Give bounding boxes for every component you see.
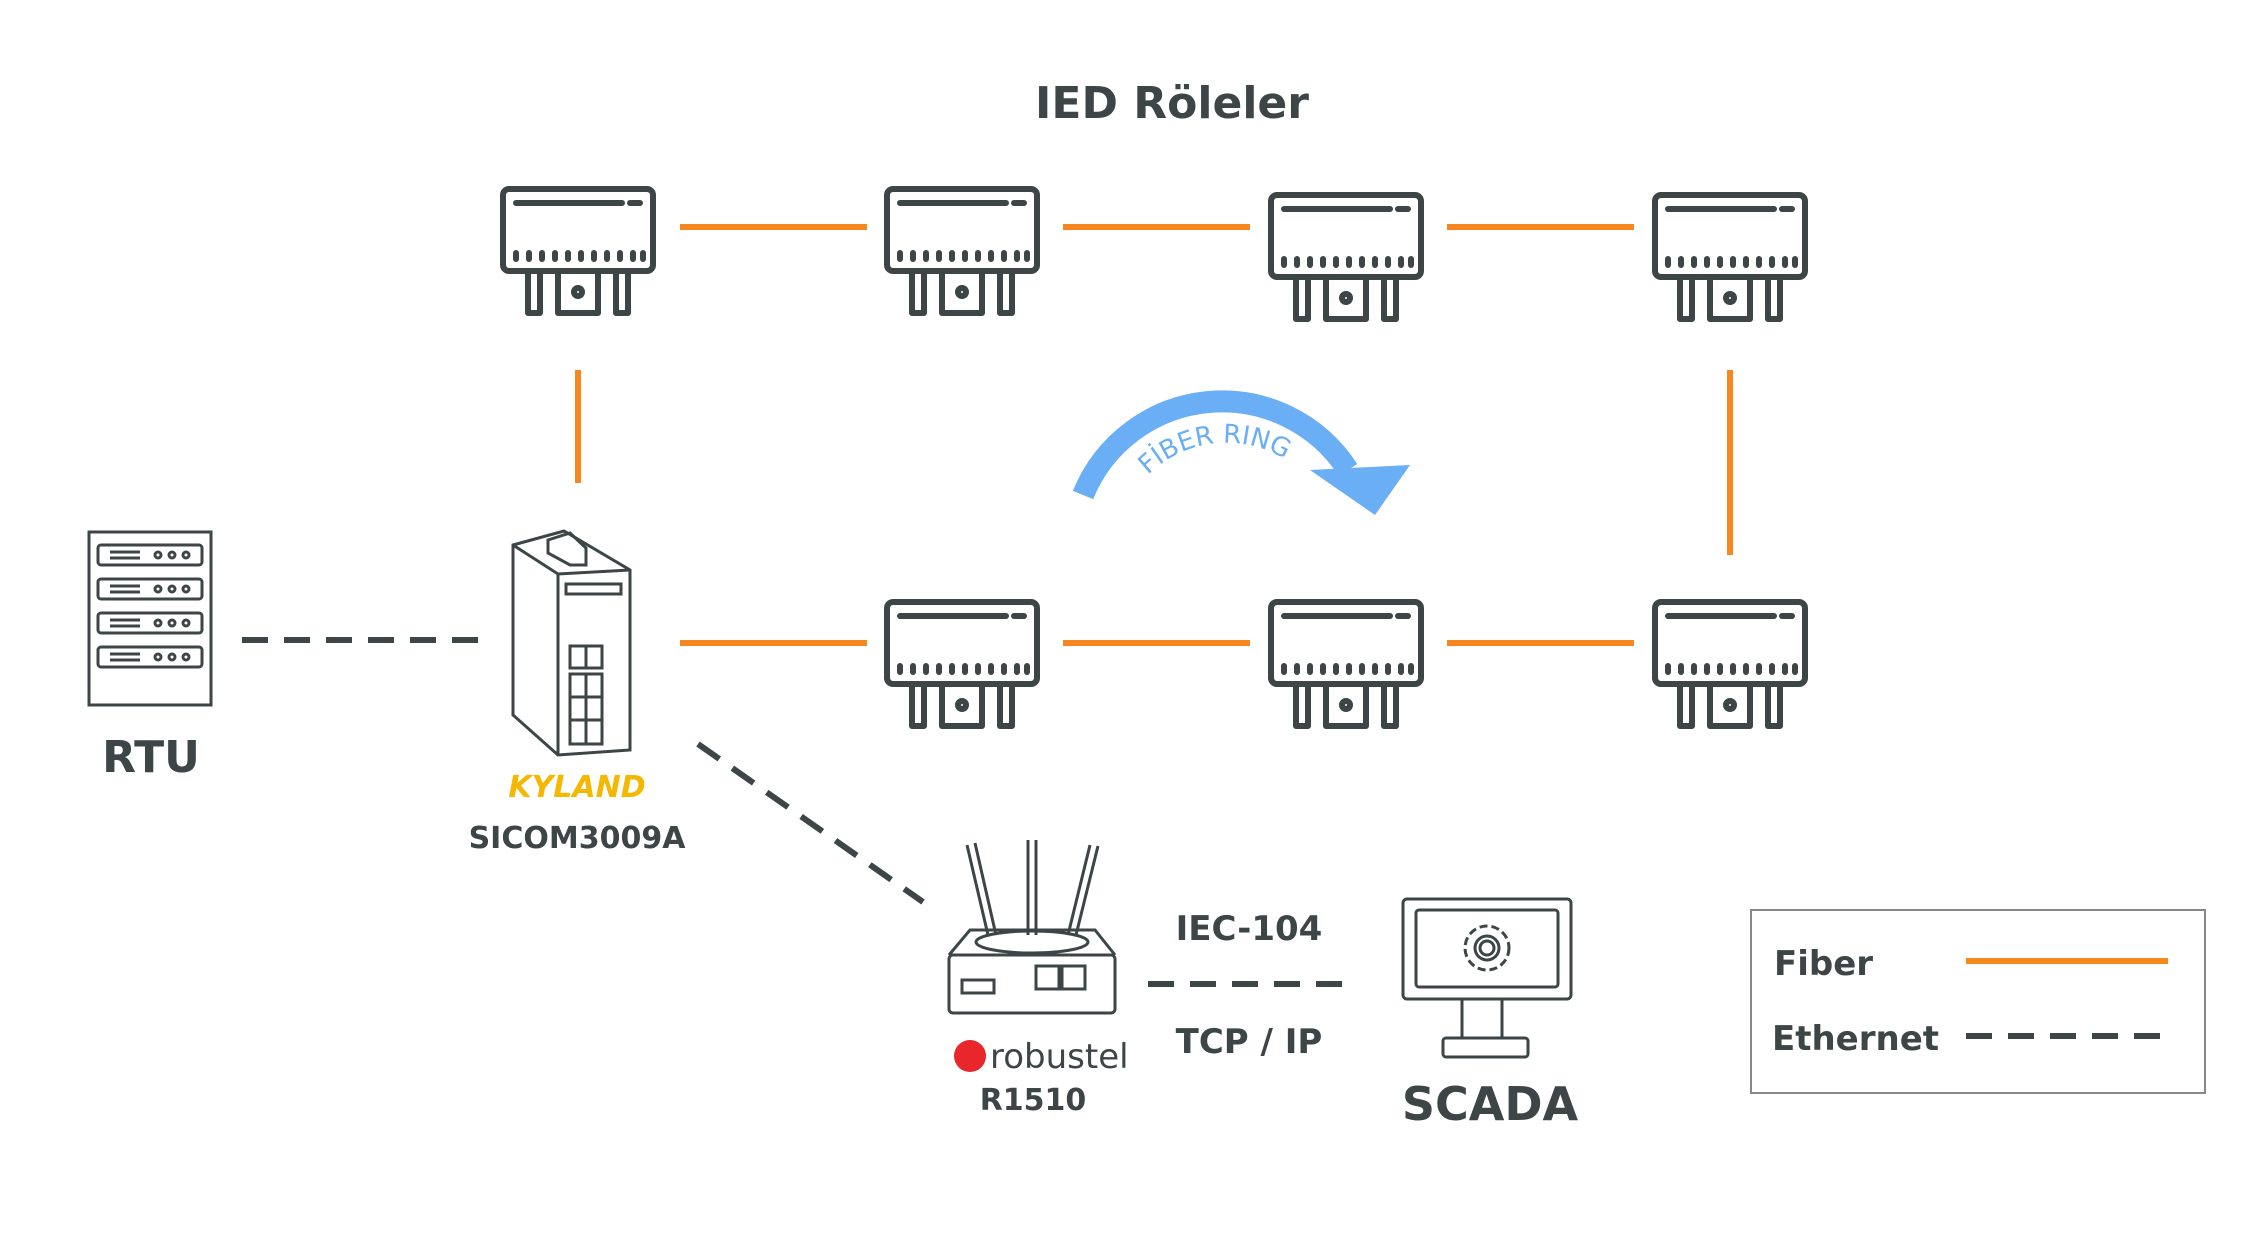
kyland-logo: KYLAND	[508, 770, 645, 805]
fiber-ring-arrow-icon: FİBER RING	[1072, 390, 1410, 515]
switch-model-label: SICOM3009A	[469, 821, 687, 856]
ied-relay-icon	[1271, 195, 1421, 319]
ied-relay-icon	[887, 602, 1037, 726]
router-model-label: R1510	[980, 1083, 1087, 1118]
protocol-iec104-label: IEC-104	[1176, 909, 1323, 949]
legend-ethernet-label: Ethernet	[1772, 1019, 1939, 1059]
legend: Fiber Ethernet	[1750, 909, 2206, 1094]
router-icon	[947, 840, 1117, 1015]
fiber-links	[575, 224, 1733, 646]
svg-text:robustel: robustel	[990, 1037, 1129, 1077]
ring-label: FİBER RING	[1133, 419, 1296, 480]
legend-fiber-label: Fiber	[1774, 944, 1873, 984]
ied-relay-icon	[1655, 195, 1805, 319]
diagram-title: IED Röleler	[1035, 78, 1309, 129]
robustel-logo: robustel	[954, 1037, 1129, 1077]
ied-relay-icon	[503, 189, 653, 313]
ied-relay-icon	[1655, 602, 1805, 726]
rtu-label: RTU	[102, 732, 200, 783]
ied-relay-icon	[887, 189, 1037, 313]
ied-relay-icon	[1271, 602, 1421, 726]
industrial-switch-icon	[511, 529, 632, 757]
ethernet-link	[696, 741, 925, 905]
rtu-server-icon	[87, 530, 213, 707]
scada-monitor-icon	[1401, 897, 1573, 1059]
protocol-tcpip-label: TCP / IP	[1176, 1022, 1323, 1062]
scada-label: SCADA	[1402, 1077, 1579, 1131]
